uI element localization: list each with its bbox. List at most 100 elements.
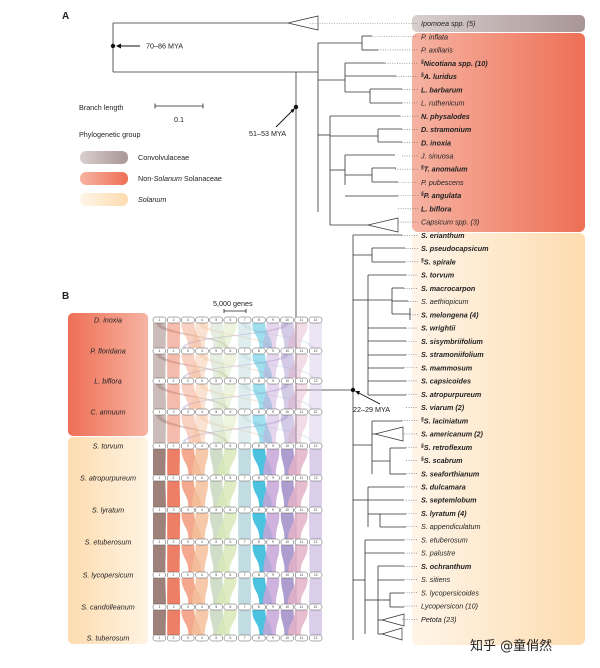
chromosome-box xyxy=(195,506,209,514)
chromosome-box xyxy=(166,634,181,642)
synteny-ribbon xyxy=(153,384,166,409)
chromosome-label: 3 xyxy=(187,540,189,544)
synteny-ribbon xyxy=(192,545,209,572)
chromosome-label: 2 xyxy=(173,444,175,448)
chromosome-label: 2 xyxy=(173,605,175,609)
chromosome-label: 9 xyxy=(272,410,274,414)
chromosome-box xyxy=(280,474,294,482)
chromosome-box xyxy=(238,347,252,355)
synteny-ribbon-cross xyxy=(241,323,314,348)
chromosome-box xyxy=(237,506,252,514)
synteny-ribbon-cross xyxy=(241,384,314,409)
synteny-ribbon xyxy=(238,354,251,378)
chromosome-label: 1 xyxy=(158,540,160,544)
taxon-label: S. capsicoides xyxy=(421,377,471,386)
synteny-ribbon xyxy=(263,513,280,539)
chromosome-label: 8 xyxy=(258,636,260,640)
chromosome-box xyxy=(152,634,166,642)
chromosome-box xyxy=(181,442,195,450)
branch-length-title: Branch length xyxy=(79,103,123,112)
chromosome-box xyxy=(280,571,294,579)
chromosome-box xyxy=(252,408,266,416)
taxon-name: S. retroflexum xyxy=(424,443,473,452)
taxon-label: S. mammosum xyxy=(421,363,473,372)
synteny-ribbon xyxy=(263,354,280,378)
chromosome-box xyxy=(238,474,252,482)
chromosome-label: 4 xyxy=(201,636,203,640)
chromosome-label: 5 xyxy=(215,476,217,480)
panel-a-label: A xyxy=(62,11,69,22)
chromosome-box xyxy=(266,316,280,324)
chromosome-box xyxy=(181,603,195,611)
synteny-ribbon xyxy=(216,384,237,409)
synteny-ribbon xyxy=(153,354,166,378)
chromosome-label: 11 xyxy=(300,410,304,414)
synteny-ribbons xyxy=(153,323,322,635)
genome-name: L. biflora xyxy=(94,377,122,386)
chromosome-label: 9 xyxy=(272,540,274,544)
chromosome-box xyxy=(252,347,266,355)
synteny-ribbon xyxy=(309,354,322,378)
non-solanum-block xyxy=(412,33,585,232)
node-dot xyxy=(110,43,116,49)
chromosome-label: 12 xyxy=(314,318,318,322)
taxon-label: S. wrightii xyxy=(421,324,456,333)
synteny-ribbon xyxy=(153,323,166,348)
synteny-ribbon xyxy=(181,354,201,378)
chromosome-label: 6 xyxy=(230,540,232,544)
chromosome-box xyxy=(252,506,266,514)
chromosome-box xyxy=(166,538,181,546)
synteny-ribbon-cross xyxy=(182,323,289,348)
arrow-up-left-icon xyxy=(356,391,381,405)
legend-label-non-solanum: Non-Solanum Solanaceae xyxy=(138,174,222,183)
synteny-ribbon xyxy=(263,323,280,348)
chromosome-label: 4 xyxy=(201,379,203,383)
chromosome-label: 7 xyxy=(244,318,246,322)
synteny-ribbon-cross xyxy=(199,384,271,409)
chromosome-label: 11 xyxy=(300,636,304,640)
chromosome-label: 1 xyxy=(159,605,161,609)
chromosome-label: 6 xyxy=(230,410,232,414)
chromosome-label: 12 xyxy=(314,605,318,609)
synteny-ribbon-cross xyxy=(156,384,228,409)
synteny-ribbon xyxy=(309,610,322,635)
chromosome-box xyxy=(166,347,181,355)
chromosome-box xyxy=(266,474,280,482)
synteny-ribbon xyxy=(217,610,237,635)
synteny-ribbon xyxy=(238,323,252,348)
synteny-ribbon xyxy=(287,384,308,409)
chromosome-label: 5 xyxy=(215,379,217,383)
chromosome-box xyxy=(294,603,309,611)
taxon-label: §S. scabrum xyxy=(420,456,463,465)
chromosome-box xyxy=(266,603,280,611)
chromosome-box xyxy=(166,603,181,611)
chromosome-box xyxy=(223,571,237,579)
arrow-up-right-icon xyxy=(275,109,294,128)
legend-swatch-convolvulaceae xyxy=(80,151,128,164)
synteny-ribbon xyxy=(209,384,227,409)
genome-name: P. floridana xyxy=(90,347,125,356)
synteny-ribbon xyxy=(252,354,273,378)
chromosome-box xyxy=(266,506,280,514)
collapsed-clade-triangle xyxy=(367,217,399,233)
synteny-ribbon xyxy=(252,323,273,348)
chromosome-box xyxy=(223,634,238,642)
chromosome-box xyxy=(209,506,223,514)
legend-title: Phylogenetic group xyxy=(79,130,141,139)
taxon-label: S. sitiens xyxy=(421,575,451,584)
chromosome-box xyxy=(152,442,166,450)
taxon-label: S. seaforthianum xyxy=(421,469,480,478)
synteny-ribbon xyxy=(209,415,227,443)
synteny-ribbon-cross xyxy=(241,354,314,378)
chromosome-box xyxy=(308,506,323,514)
chromosome-box xyxy=(238,538,252,546)
chromosome-box xyxy=(294,506,309,514)
chromosome-label: 12 xyxy=(314,379,318,383)
chromosome-label: 10 xyxy=(285,410,289,414)
genome-name: S. candolleanum xyxy=(81,603,135,612)
synteny-ribbon xyxy=(153,610,166,635)
chromosome-box xyxy=(238,634,252,642)
synteny-ribbon xyxy=(192,323,209,348)
